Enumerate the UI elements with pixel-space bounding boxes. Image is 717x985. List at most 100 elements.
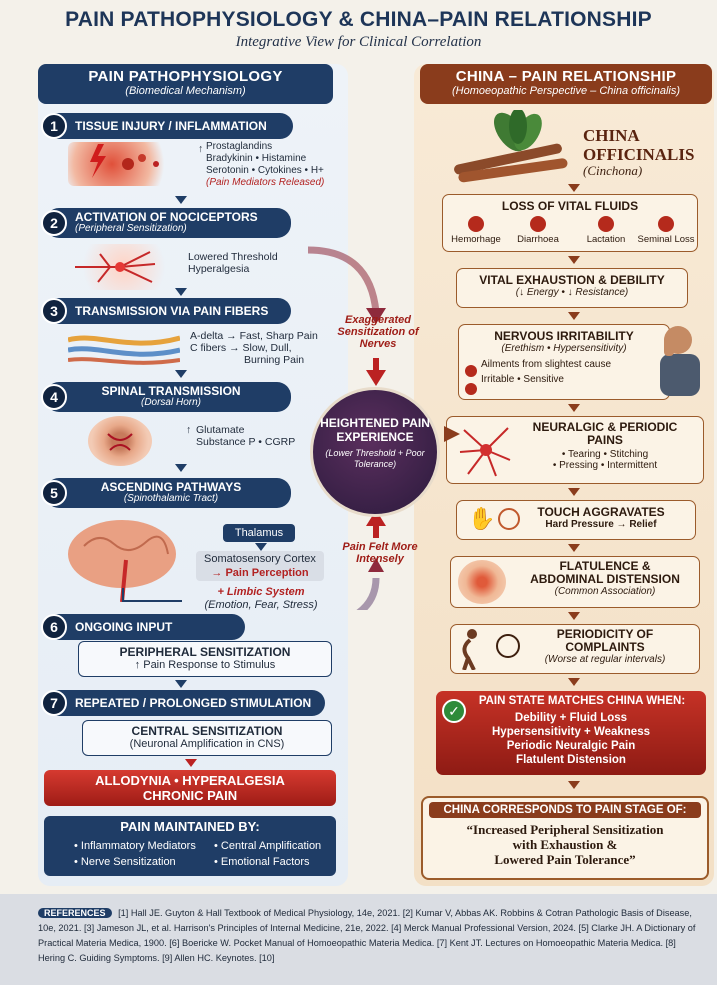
match-title: PAIN STATE MATCHES CHINA WHEN: <box>436 691 706 707</box>
page-title: PAIN PATHOPHYSIOLOGY & CHINA–PAIN RELATI… <box>0 8 717 32</box>
page-subtitle: Integrative View for Clinical Correlatio… <box>0 34 717 51</box>
drop-icon <box>530 216 546 232</box>
right-header-title: CHINA – PAIN RELATIONSHIP <box>420 64 712 85</box>
fluid-hemorrhage: Hemorhage <box>444 216 508 245</box>
arrow-down-icon <box>568 256 580 264</box>
s3-note: Burning Pain <box>190 354 318 366</box>
fluid-label: Seminal Loss <box>637 234 694 245</box>
drop-icon <box>598 216 614 232</box>
central-sub: (Neuronal Amplification in CNS) <box>83 738 331 750</box>
pain-fibers-image <box>68 328 180 368</box>
arrow-down-icon <box>185 759 197 767</box>
s3-note: C fibers → Slow, Dull, <box>190 342 318 354</box>
periodicity-title: PERIODICITY OF <box>451 625 699 641</box>
right-header: CHINA – PAIN RELATIONSHIP (Homoeopathic … <box>420 64 712 104</box>
step-2-title: ACTIVATION OF NOCICEPTORS <box>75 210 258 224</box>
clock-icon <box>496 634 520 658</box>
spinal-cord-image <box>88 416 152 466</box>
maintained-item: • Central Amplification <box>214 840 321 852</box>
fluid-lactation: Lactation <box>574 216 638 245</box>
s4-note: Substance P • CGRP <box>196 436 295 448</box>
arrow-down-icon <box>175 680 187 688</box>
inflammation-image <box>68 142 178 186</box>
heightened-pain-circle: HEIGHTENED PAIN EXPERIENCE (Lower Thresh… <box>310 387 440 517</box>
step-2: 2 ACTIVATION OF NOCICEPTORS(Peripheral S… <box>45 208 291 238</box>
arrow-down-icon <box>255 543 267 551</box>
s3-notes: A-delta → Fast, Sharp Pain C fibers → Sl… <box>190 330 318 366</box>
thalamus-label: Thalamus <box>223 524 295 542</box>
cinchona-icon <box>448 110 578 190</box>
irritability-item: Ailments from slightest cause <box>459 359 669 370</box>
pressure-icon <box>498 508 520 530</box>
periodicity-sub: (Worse at regular intervals) <box>451 654 699 665</box>
step-4-label: SPINAL TRANSMISSION(Dorsal Horn) <box>67 385 267 409</box>
arrow-down-icon <box>175 464 187 472</box>
s1-note: Serotonin • Cytokines • H+ <box>206 165 324 177</box>
fiber-icon <box>68 328 180 368</box>
blood-drop-icon <box>468 216 484 232</box>
periodicity-title: COMPLAINTS <box>451 641 699 654</box>
irritability-box: NERVOUS IRRITABILITY (Erethism • Hyperse… <box>458 324 670 400</box>
s4-note: Glutamate <box>196 424 295 436</box>
step-5-number: 5 <box>41 480 67 506</box>
china-title: CHINA OFFICINALIS <box>583 126 694 164</box>
step-1: 1 TISSUE INJURY / INFLAMMATION <box>45 113 293 139</box>
nerve-pain-icon <box>456 420 516 480</box>
s3-note: A-delta → Fast, Sharp Pain <box>190 330 318 342</box>
arrow-down-icon <box>568 404 580 412</box>
exhaustion-sub: (↓ Energy • ↓ Resistance) <box>457 287 687 298</box>
peripheral-box: PERIPHERAL SENSITIZATION ↑ Pain Response… <box>78 641 332 677</box>
match-item: Flatulent Distension <box>436 753 706 767</box>
arrow-down-icon <box>568 612 580 620</box>
s1-mediators: Prostaglandins Bradykinin • Histamine Se… <box>206 141 324 189</box>
arrow-down-icon <box>568 488 580 496</box>
abdomen-icon <box>458 560 506 604</box>
peripheral-sub: ↑ Pain Response to Stimulus <box>79 659 331 671</box>
hand-icon: ✋ <box>468 506 495 532</box>
exaggerated-note: Exaggerated Sensitization of Nerves <box>336 314 420 350</box>
references: REFERENCES [1] Hall JE. Guyton & Hall Te… <box>0 894 717 985</box>
corresponds-box: CHINA CORRESPONDS TO PAIN STAGE OF: “Inc… <box>421 796 709 880</box>
nociceptor-image <box>70 244 178 290</box>
step-6-label: ONGOING INPUT <box>67 621 172 633</box>
references-text: [1] Hall JE. Guyton & Hall Textbook of M… <box>38 908 695 963</box>
connector-line <box>122 600 182 602</box>
s4-notes: Glutamate Substance P • CGRP <box>196 424 295 448</box>
nerve-icon <box>70 244 178 290</box>
step-3: 3 TRANSMISSION VIA PAIN FIBERS <box>45 298 291 324</box>
s2-notes: Lowered Threshold Hyperalgesia <box>188 251 278 275</box>
s1-note: Bradykinin • Histamine <box>206 153 324 165</box>
step-6: 6 ONGOING INPUT <box>45 614 245 640</box>
step-5: 5 ASCENDING PATHWAYS(Spinothalamic Tract… <box>45 478 291 508</box>
exhaustion-box: VITAL EXHAUSTION & DEBILITY (↓ Energy • … <box>456 268 688 308</box>
step-7-label: REPEATED / PROLONGED STIMULATION <box>67 697 311 709</box>
drop-icon <box>465 383 477 395</box>
step-4-title: SPINAL TRANSMISSION <box>101 384 240 398</box>
brain-icon <box>64 516 186 602</box>
step-3-number: 3 <box>41 298 67 324</box>
china-title-line: CHINA <box>583 126 694 145</box>
lightning-icon <box>68 142 178 186</box>
check-icon: ✓ <box>442 699 466 723</box>
central-title: CENTRAL SENSITIZATION <box>83 721 331 738</box>
fluid-label: Hemorhage <box>451 234 501 245</box>
china-subtitle: (Cinchona) <box>583 163 642 179</box>
arrow-down-icon <box>568 312 580 320</box>
loss-title: LOSS OF VITAL FLUIDS <box>443 195 697 213</box>
step-1-number: 1 <box>41 113 67 139</box>
corr-title: CHINA CORRESPONDS TO PAIN STAGE OF: <box>429 802 701 818</box>
step-2-label: ACTIVATION OF NOCICEPTORS(Peripheral Sen… <box>67 211 258 235</box>
left-header-subtitle: (Biomedical Mechanism) <box>38 85 333 97</box>
circle-sub: (Lower Threshold + Poor Tolerance) <box>313 448 437 470</box>
arrow-down-icon <box>568 781 580 789</box>
references-tag: REFERENCES <box>38 908 112 918</box>
allodynia-line: ALLODYNIA • HYPERALGESIA <box>44 773 336 788</box>
corr-quote-line: with Exhaustion & <box>423 837 707 852</box>
arrow-down-icon <box>568 678 580 686</box>
fluid-diarrhoea: Diarrhoea <box>506 216 570 245</box>
maintained-title: PAIN MAINTAINED BY: <box>44 816 336 834</box>
arrow-up-icon: ↑ <box>198 143 203 155</box>
arrow-down-icon <box>568 544 580 552</box>
step-3-label: TRANSMISSION VIA PAIN FIBERS <box>67 305 268 317</box>
arrow-down-icon <box>175 370 187 378</box>
